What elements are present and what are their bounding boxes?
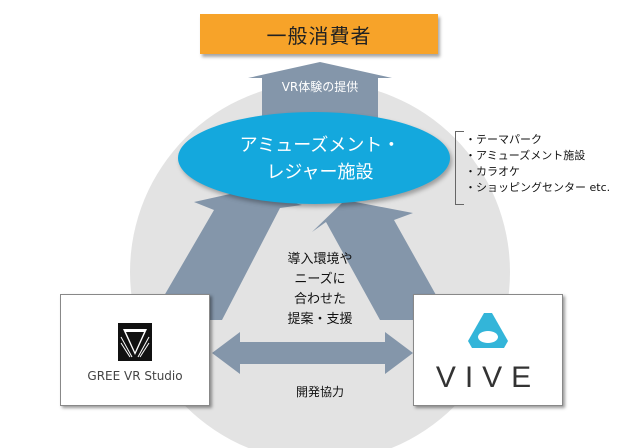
example-item: ・ショッピングセンター etc. — [465, 181, 611, 194]
gree-vr-studio-name: GREE VR Studio — [87, 369, 183, 383]
vive-box: VIVE — [413, 294, 563, 406]
collaboration-label: 開発協力 — [295, 385, 344, 399]
venue-label: アミューズメント・ レジャー施設 — [190, 132, 450, 186]
support-label-line: ニーズに — [294, 272, 346, 287]
venue-label-line: アミューズメント・ — [239, 135, 401, 156]
examples-bracket — [455, 131, 464, 205]
consumer-box: 一般消費者 — [200, 14, 438, 54]
double-arrow — [212, 332, 413, 374]
vr-experience-label: VR体験の提供 — [281, 80, 359, 94]
vive-name: VIVE — [435, 361, 541, 394]
right-diagonal-arrow — [312, 200, 450, 320]
vive-logo-icon — [468, 313, 508, 348]
support-label-line: 提案・支援 — [287, 312, 353, 327]
example-item: ・カラオケ — [465, 165, 520, 178]
gree-vr-logo-icon — [118, 323, 152, 361]
support-label: 導入環境や ニーズに 合わせた 提案・支援 — [250, 250, 390, 330]
left-diagonal-arrow — [150, 190, 302, 320]
support-label-line: 合わせた — [293, 292, 346, 307]
example-item: ・アミューズメント施設 — [465, 149, 586, 162]
up-arrow — [248, 62, 392, 130]
gree-vr-studio-box: GREE VR Studio — [60, 294, 210, 406]
venue-label-line: レジャー施設 — [266, 162, 374, 183]
venue-ellipse — [178, 112, 450, 204]
example-item: ・テーマパーク — [465, 133, 542, 146]
examples-list: ・テーマパーク ・アミューズメント施設 ・カラオケ ・ショッピングセンター et… — [465, 132, 610, 196]
support-label-line: 導入環境や — [287, 252, 353, 267]
